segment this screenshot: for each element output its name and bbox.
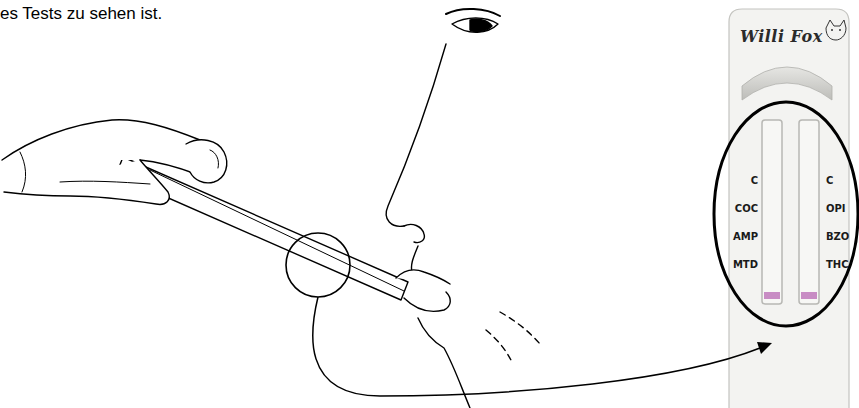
pupil xyxy=(470,19,492,31)
drug-code: MTD xyxy=(733,259,758,271)
test-window xyxy=(799,120,819,304)
jaw-dash xyxy=(486,330,512,362)
drug-code: OPI xyxy=(826,203,846,215)
arrow-head xyxy=(757,342,772,354)
test-window xyxy=(762,120,782,304)
zoom-circle xyxy=(714,102,858,326)
philtrum xyxy=(411,246,418,272)
drug-code: BZO xyxy=(826,231,849,243)
text-fragment: es Tests zu sehen ist. xyxy=(0,4,162,24)
fox-eye xyxy=(839,29,841,31)
test-cassette: Willi FoxC COC AMP MTD C OPI BZO THC xyxy=(728,8,850,408)
result-line xyxy=(764,292,780,299)
drug-code: C xyxy=(826,175,833,187)
swab-pad-line xyxy=(150,170,404,291)
result-line xyxy=(801,292,817,299)
finger-crease xyxy=(60,181,150,184)
fox-eye xyxy=(831,29,833,31)
fox-head xyxy=(826,20,846,40)
nose xyxy=(386,44,446,226)
grip-chevron xyxy=(742,67,832,100)
drug-code: THC xyxy=(826,259,849,271)
wrist-line xyxy=(20,152,26,192)
eye xyxy=(452,18,498,32)
cassette-body xyxy=(729,9,849,408)
lower-lip xyxy=(404,292,450,311)
zoom-leader xyxy=(313,297,760,396)
drug-code: AMP xyxy=(733,231,758,243)
upper-lip xyxy=(396,270,450,284)
drug-code: C xyxy=(751,175,758,187)
chin xyxy=(418,318,470,408)
hand-thumb xyxy=(186,140,227,183)
eyebrow xyxy=(446,9,500,16)
thumb-nail xyxy=(210,150,219,168)
fox-logo xyxy=(826,20,846,40)
brand-name: Willi Fox xyxy=(740,28,823,46)
jaw-dash xyxy=(500,312,540,344)
drug-code: COC xyxy=(735,203,758,215)
swab-stick xyxy=(116,157,408,300)
detail-circle xyxy=(286,233,350,297)
nostril xyxy=(404,224,424,242)
hand-fingers xyxy=(4,160,169,204)
